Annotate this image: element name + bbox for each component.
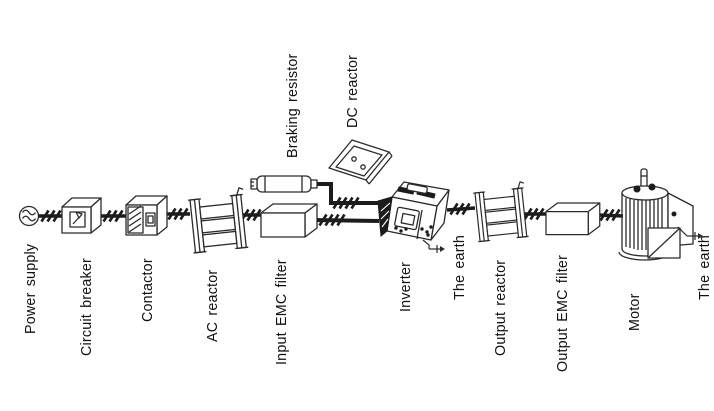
- ac-reactor-label: AC reactor: [205, 270, 221, 342]
- cable-acreactor-inputfilter: [240, 208, 263, 222]
- output-reactor-label: Output reactor: [493, 260, 509, 356]
- ac-reactor-icon: [186, 186, 250, 254]
- cable-supply-breaker: [39, 209, 64, 223]
- earth-symbol-inverter: [422, 239, 446, 254]
- circuit-breaker-label: Circuit breaker: [79, 258, 95, 356]
- contactor-icon: [125, 195, 168, 236]
- earth-symbol-motor: [677, 226, 704, 241]
- cable-inputfilter-inverter: [311, 213, 380, 227]
- power-supply-icon: [18, 205, 40, 227]
- cable-brakingresistor-inverter: [313, 182, 380, 210]
- input-emc-filter-icon: [260, 203, 318, 238]
- power-supply-label: Power supply: [23, 243, 39, 334]
- braking-resistor-icon: [250, 175, 318, 193]
- inverter-label: Inverter: [398, 262, 414, 312]
- circuit-breaker-icon: [61, 197, 102, 234]
- dc-reactor-label: DC reactor: [345, 55, 361, 128]
- input-emc-filter-label: Input EMC filter: [274, 259, 290, 365]
- earth-left-label: The earth: [452, 235, 468, 300]
- motor-icon: [618, 168, 694, 261]
- motor-label: Motor: [627, 293, 643, 331]
- output-reactor-icon: [471, 180, 531, 243]
- output-emc-filter-label: Output EMC filter: [555, 255, 571, 372]
- contactor-label: Contactor: [140, 258, 156, 322]
- cable-contactor-acreactor: [166, 207, 190, 221]
- cable-inverter-outputreactor: [446, 202, 476, 216]
- dc-reactor-icon: [328, 139, 393, 185]
- output-emc-filter-icon: [545, 202, 601, 236]
- braking-resistor-label: Braking resistor: [285, 53, 301, 158]
- cable-outputfilter-motor: [597, 208, 624, 222]
- earth-right-label: The earth: [697, 235, 713, 300]
- inverter-icon: [377, 181, 450, 241]
- cable-outputreactor-outputfilter: [521, 207, 549, 221]
- cable-breaker-contactor: [100, 209, 127, 223]
